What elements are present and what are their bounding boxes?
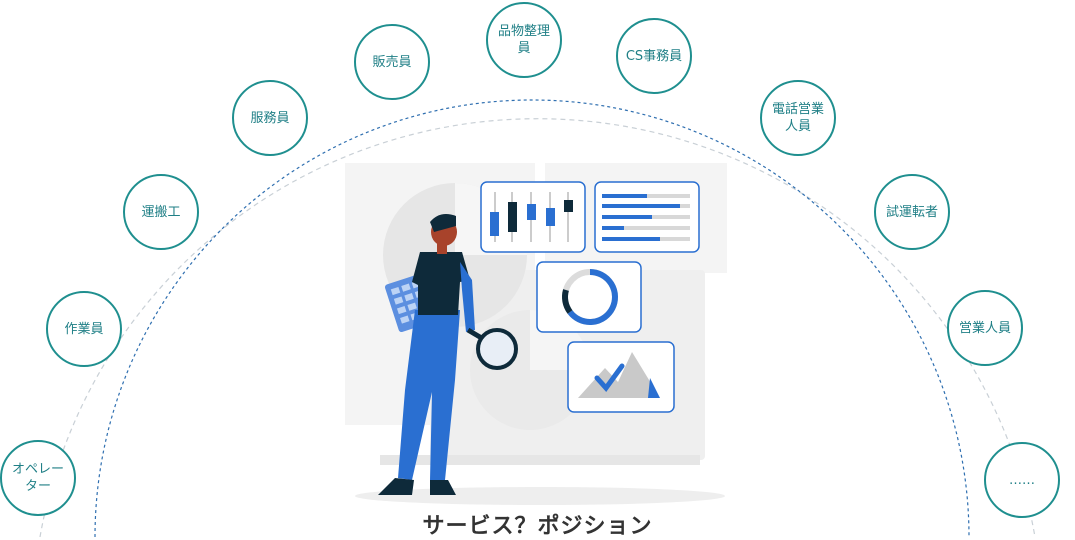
- node-label: 運搬工: [141, 204, 181, 220]
- node-label: 試運転者: [885, 204, 938, 220]
- node-goods: 品物整理員: [486, 2, 562, 78]
- node-label: 品物整理員: [497, 24, 550, 56]
- node-driver: 試運転者: [874, 174, 950, 250]
- node-label: ……: [1009, 472, 1035, 488]
- node-worker: 作業員: [46, 291, 122, 367]
- node-label: 作業員: [64, 321, 104, 337]
- node-sales: 販売員: [354, 24, 430, 100]
- node-label: 服務員: [250, 110, 290, 126]
- card-donut: [536, 261, 642, 333]
- card-bars: [594, 181, 700, 253]
- inner-arc: [94, 99, 970, 537]
- card-candlestick: [480, 181, 586, 253]
- node-label: 電話営業 人員: [771, 102, 824, 134]
- diagram-caption: サービス？ポジション: [422, 514, 653, 539]
- node-phone: 電話営業 人員: [760, 80, 836, 156]
- node-service: 服務員: [232, 80, 308, 156]
- node-transport: 運搬工: [123, 174, 199, 250]
- node-more: ……: [984, 442, 1060, 518]
- node-label: 営業人員: [958, 320, 1011, 336]
- node-business: 営業人員: [947, 290, 1023, 366]
- person-illustration: [378, 214, 518, 495]
- node-operator: オペレー ター: [0, 440, 76, 516]
- node-label: 販売員: [372, 54, 412, 70]
- node-cs: CS事務員: [616, 18, 692, 94]
- node-label: オペレー ター: [11, 462, 64, 494]
- card-check: [567, 341, 675, 413]
- node-label: CS事務員: [625, 48, 683, 64]
